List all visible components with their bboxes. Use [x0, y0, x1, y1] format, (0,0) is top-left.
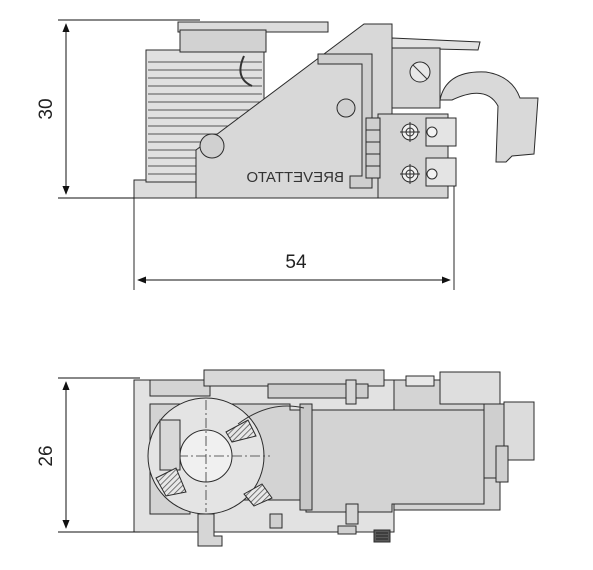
- side-view: BREVETTATO: [133, 21, 539, 199]
- hatched-sector: [243, 483, 273, 507]
- main-housing: [195, 23, 393, 199]
- clip-wire: [239, 55, 253, 87]
- top-block: [179, 29, 267, 53]
- hatched-sector: [225, 419, 257, 443]
- bottom-height-label: 26: [36, 445, 57, 466]
- top-view: [133, 369, 535, 547]
- hatched-sector: [155, 467, 187, 497]
- part-stamp: BREVETTATO: [246, 169, 344, 186]
- bottom-tab: [197, 513, 223, 547]
- arc-guide: [237, 405, 305, 425]
- hook: [439, 71, 539, 163]
- pivot-hole: [199, 133, 225, 159]
- top-lever: [391, 37, 481, 51]
- side-height-label: 30: [36, 98, 57, 119]
- dimension-side-height: 30: [36, 19, 200, 199]
- dimension-bottom-height: 26: [36, 377, 140, 533]
- dimension-side-length: 54: [133, 186, 455, 290]
- bottom-screw-icon: [373, 529, 391, 543]
- small-hole: [336, 98, 356, 118]
- side-length-label: 54: [285, 252, 307, 273]
